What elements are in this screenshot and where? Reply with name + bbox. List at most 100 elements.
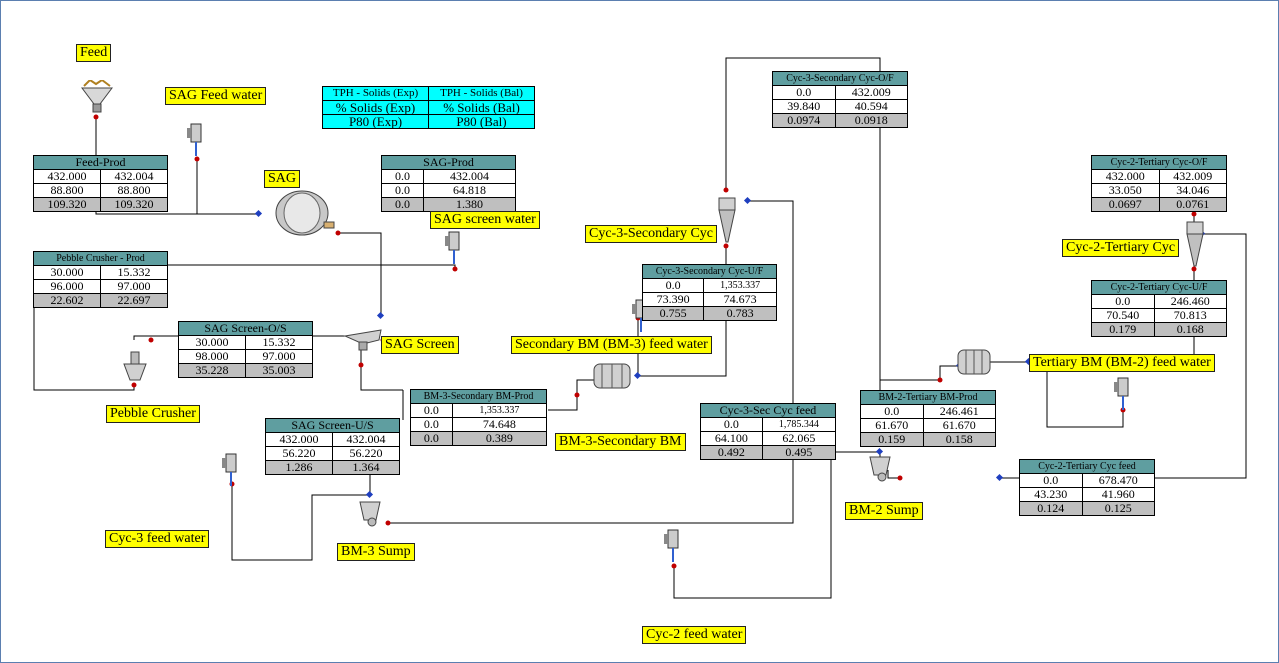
- value-cell: 1.364: [332, 460, 400, 475]
- value-cell: 70.813: [1153, 308, 1228, 323]
- value-cell: 0.124: [1019, 501, 1083, 516]
- value-cell: 56.220: [332, 446, 400, 461]
- value-cell: 432.009: [1158, 169, 1227, 184]
- value-cell: 74.673: [703, 292, 777, 307]
- label-tertiary-bm-feed-water[interactable]: Tertiary BM (BM-2) feed water: [1029, 354, 1215, 372]
- cyc2-tertiary-cyclone-icon[interactable]: [1184, 216, 1206, 270]
- feed-hopper-icon[interactable]: [80, 80, 114, 116]
- stream-title: BM-3-Secondary BM-Prod: [410, 389, 547, 404]
- label-sag[interactable]: SAG: [264, 170, 301, 188]
- value-cell: 35.228: [178, 363, 246, 378]
- label-sag-screen[interactable]: SAG Screen: [381, 336, 459, 354]
- value-cell: 22.697: [99, 293, 169, 308]
- label-cyc3-secondary-cyc[interactable]: Cyc-3-Secondary Cyc: [585, 225, 718, 243]
- value-cell: 97.000: [244, 349, 314, 364]
- value-cell: 15.332: [244, 335, 314, 350]
- legend-cell: % Solids (Bal): [428, 100, 535, 115]
- value-cell: 432.004: [422, 169, 517, 184]
- value-cell: 61.670: [860, 418, 924, 433]
- value-cell: 0.0: [860, 404, 924, 419]
- value-cell: 88.800: [100, 183, 168, 198]
- value-cell: 1,353.337: [451, 403, 548, 418]
- pebble-crusher-icon[interactable]: [122, 350, 148, 386]
- sag-screen-icon[interactable]: [343, 328, 383, 352]
- stream-title: Cyc-3-Secondary Cyc-O/F: [772, 71, 908, 86]
- value-cell: 0.0761: [1158, 197, 1227, 212]
- bm2-sump-icon[interactable]: [868, 455, 896, 485]
- value-cell: 432.009: [834, 85, 909, 100]
- value-cell: 64.818: [422, 183, 517, 198]
- legend-cell: TPH - Solids (Bal): [428, 86, 535, 101]
- value-cell: 30.000: [178, 335, 246, 350]
- label-sag-feed-water[interactable]: SAG Feed water: [165, 87, 267, 105]
- value-cell: 61.670: [922, 418, 997, 433]
- label-cyc3-feed-water[interactable]: Cyc-3 feed water: [105, 530, 210, 548]
- tertiary-bm-feed-water-valve-icon[interactable]: [1112, 376, 1134, 412]
- value-cell: 62.065: [761, 431, 837, 446]
- stream-title: Cyc-2-Tertiary Cyc-U/F: [1091, 280, 1227, 295]
- value-cell: 0.0: [1091, 294, 1155, 309]
- value-cell: 56.220: [265, 446, 333, 461]
- stream-title: SAG Screen-U/S: [265, 418, 400, 433]
- value-cell: 35.003: [244, 363, 314, 378]
- value-cell: 73.390: [641, 292, 705, 307]
- value-cell: 97.000: [99, 279, 169, 294]
- label-feed[interactable]: Feed: [76, 44, 112, 62]
- value-cell: 22.602: [33, 293, 101, 308]
- value-cell: 70.540: [1091, 308, 1155, 323]
- value-cell: 0.0: [410, 417, 453, 432]
- label-pebble-crusher[interactable]: Pebble Crusher: [106, 405, 200, 423]
- sag-mill-icon[interactable]: [272, 188, 336, 238]
- label-secondary-bm-feed-water[interactable]: Secondary BM (BM-3) feed water: [511, 336, 712, 354]
- value-cell: 0.0697: [1091, 197, 1160, 212]
- value-cell: 40.594: [834, 99, 909, 114]
- legend-cell: P80 (Bal): [428, 114, 535, 129]
- value-cell: 1.380: [422, 197, 517, 212]
- label-sag-screen-water[interactable]: SAG screen water: [430, 211, 540, 229]
- label-cyc2-tertiary-cyc[interactable]: Cyc-2-Tertiary Cyc: [1062, 239, 1180, 257]
- legend-cell: P80 (Exp): [322, 114, 429, 129]
- bm3-ball-mill-icon[interactable]: [588, 360, 636, 392]
- label-bm3-sump[interactable]: BM-3 Sump: [337, 543, 415, 561]
- value-cell: 1.286: [265, 460, 333, 475]
- value-cell: 0.755: [641, 306, 705, 321]
- stream-title: Cyc-3-Secondary Cyc-U/F: [642, 264, 777, 279]
- label-bm3-secondary-bm[interactable]: BM-3-Secondary BM: [555, 433, 686, 451]
- value-cell: 432.000: [1091, 169, 1160, 184]
- cyc2-feed-water-valve-icon[interactable]: [662, 528, 684, 564]
- sag-feed-water-valve-icon[interactable]: [185, 122, 207, 158]
- value-cell: 30.000: [33, 265, 101, 280]
- value-cell: 15.332: [99, 265, 169, 280]
- value-cell: 98.000: [178, 349, 246, 364]
- value-cell: 0.783: [703, 306, 777, 321]
- sag-screen-water-valve-icon[interactable]: [443, 230, 465, 266]
- bm3-sump-icon[interactable]: [358, 500, 386, 530]
- value-cell: 0.492: [700, 445, 763, 460]
- value-cell: 0.0: [410, 403, 453, 418]
- value-cell: 1,353.337: [703, 278, 777, 293]
- value-cell: 0.0: [641, 278, 705, 293]
- cyc3-feed-water-valve-icon[interactable]: [220, 452, 242, 488]
- value-cell: 0.0: [410, 431, 453, 446]
- bm2-ball-mill-icon[interactable]: [954, 346, 994, 378]
- value-cell: 64.100: [700, 431, 763, 446]
- cyc3-secondary-cyclone-icon[interactable]: [716, 192, 738, 246]
- value-cell: 0.0: [700, 417, 763, 432]
- label-bm2-sump[interactable]: BM-2 Sump: [845, 502, 923, 520]
- value-cell: 0.159: [860, 432, 924, 447]
- label-cyc2-feed-water[interactable]: Cyc-2 feed water: [642, 626, 747, 644]
- value-cell: 1,785.344: [761, 417, 837, 432]
